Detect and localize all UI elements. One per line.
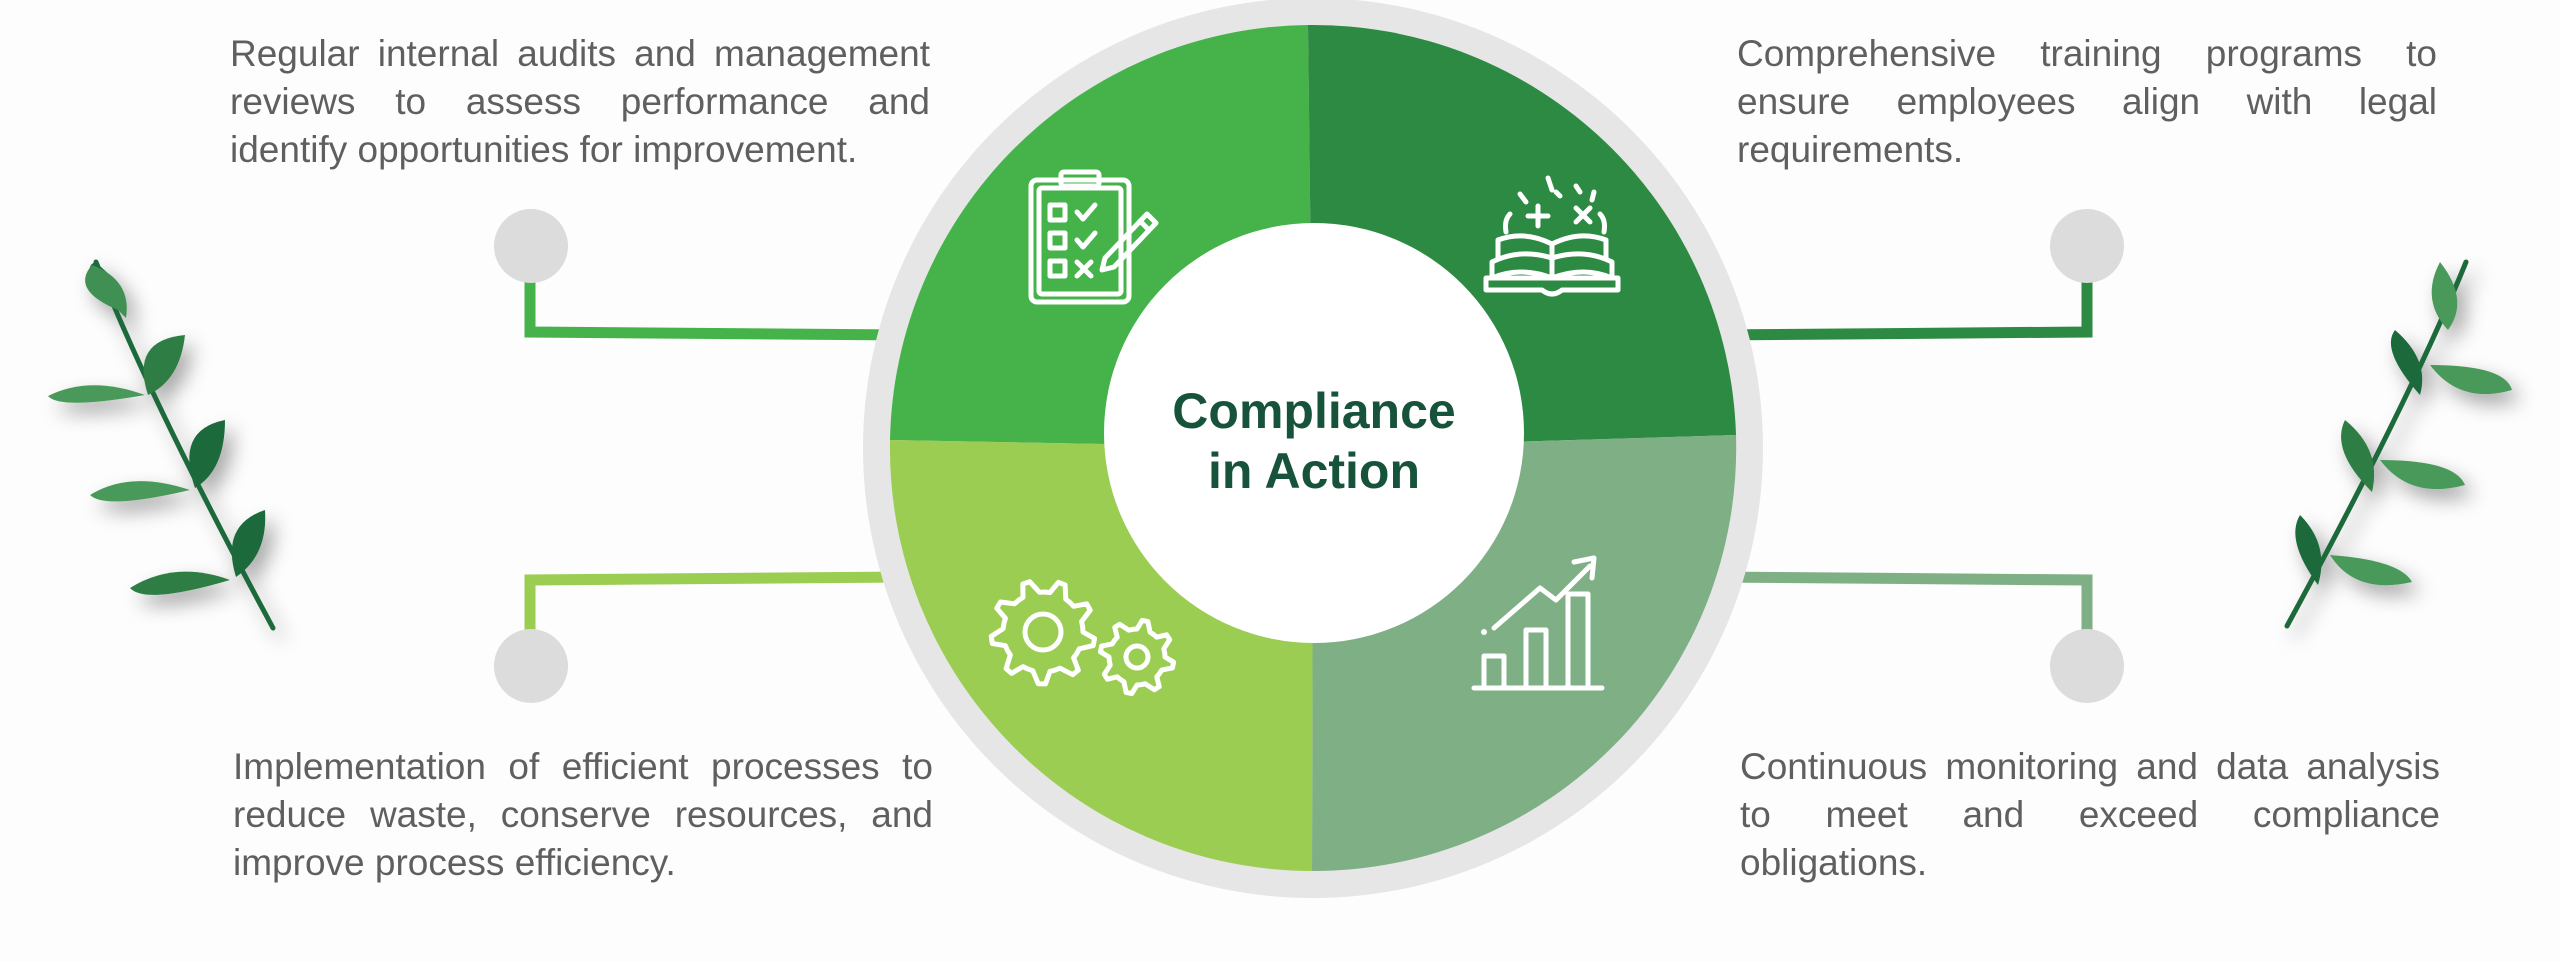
connector-line-top-left [524, 245, 911, 341]
description-top-right: Comprehensive training programs to ensur… [1737, 33, 2437, 170]
connector-line-top-right [1709, 245, 2093, 341]
description-bottom-right: Continuous monitoring and data analysis … [1740, 746, 2440, 883]
gears-icon [988, 579, 1177, 697]
connector-line-bottom-left [524, 571, 911, 665]
connector-dot-top-right [2050, 209, 2124, 283]
connector-line-bottom-right [1709, 571, 2093, 665]
center-title-line1: Compliance [1172, 383, 1455, 439]
center-circle [1104, 223, 1524, 643]
connector-dot-bottom-right [2050, 629, 2124, 703]
connectors [494, 209, 2124, 703]
open-book-icon [1483, 175, 1621, 297]
checklist-clipboard-icon [1028, 169, 1159, 305]
connector-dot-bottom-left [494, 629, 568, 703]
leaf-sprig-left-icon [48, 259, 276, 631]
growth-bar-chart-icon [1471, 555, 1605, 691]
description-top-left: Regular internal audits and management r… [230, 33, 930, 170]
center-title-line2: in Action [1208, 443, 1420, 499]
leaf-sprig-right-icon [2284, 259, 2512, 629]
description-bottom-left: Implementation of efficient processes to… [233, 746, 933, 883]
connector-dot-top-left [494, 209, 568, 283]
